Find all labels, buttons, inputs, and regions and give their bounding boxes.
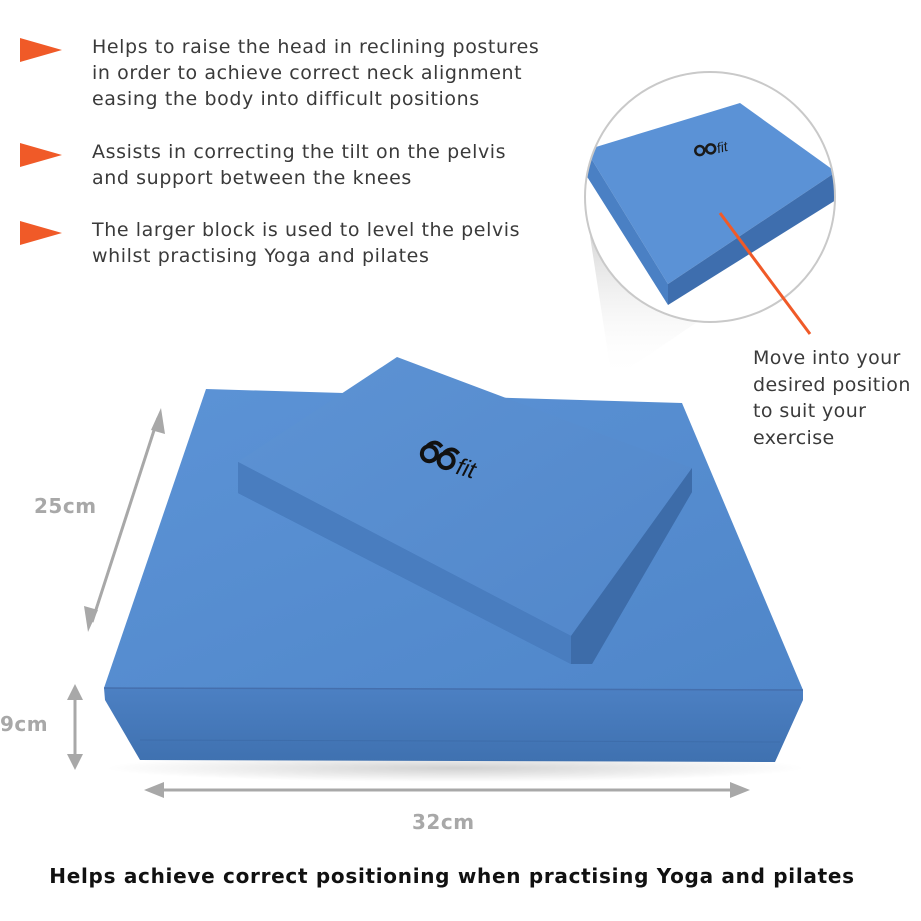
callout-text: Move into your desired position to suit … bbox=[753, 347, 911, 449]
dimension-depth-label: 25cm bbox=[34, 494, 97, 518]
small-block: fit bbox=[238, 357, 692, 664]
orange-triangle-icon bbox=[20, 221, 62, 245]
callout-pointer-line bbox=[718, 212, 812, 335]
orange-triangle-icon bbox=[20, 143, 62, 167]
dimension-width-label: 32cm bbox=[412, 810, 475, 834]
svg-text:fit: fit bbox=[715, 138, 731, 156]
caption: Helps achieve correct positioning when p… bbox=[49, 864, 855, 888]
dimension-height-label: 9cm bbox=[0, 712, 49, 736]
bullet-text: The larger block is used to level the pe… bbox=[92, 219, 521, 267]
magnifier-circle: fit bbox=[584, 71, 836, 323]
orange-triangle-icon bbox=[20, 38, 62, 62]
bullet-text: Assists in correcting the tilt on the pe… bbox=[92, 141, 507, 189]
bullet-text: Helps to raise the head in reclining pos… bbox=[92, 36, 540, 110]
dimension-arrows bbox=[67, 408, 750, 798]
